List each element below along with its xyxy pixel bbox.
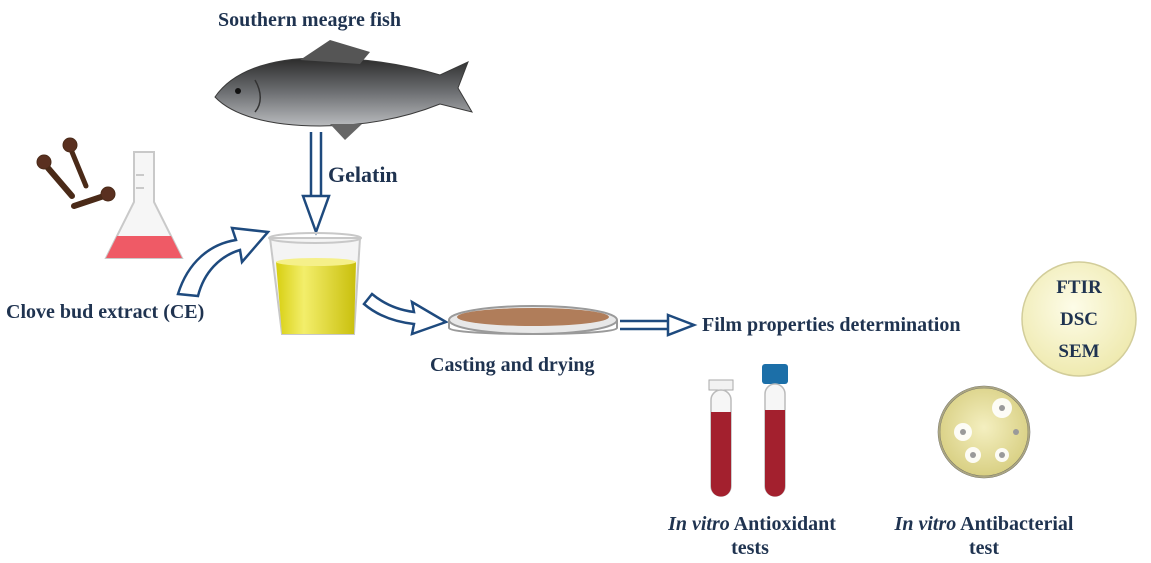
clove-icon — [36, 137, 116, 209]
antibacterial-label-line2: test — [969, 537, 999, 559]
gelatin-arrow — [301, 132, 331, 236]
capped-test-tube-icon — [762, 364, 788, 497]
arrow-to-film-properties — [620, 313, 698, 337]
agar-plate-icon — [937, 385, 1031, 479]
antioxidant-label-line2: tests — [731, 537, 769, 559]
antioxidant-label: In vitro Antioxidant — [667, 513, 836, 535]
gelatin-label: Gelatin — [328, 162, 398, 187]
test-tube-icon — [708, 379, 734, 497]
film-properties-label: Film properties determination — [702, 314, 960, 336]
antibacterial-label: In vitro Antibacterial — [894, 513, 1074, 535]
fish-icon — [214, 40, 474, 140]
casting-label: Casting and drying — [430, 354, 595, 376]
beaker-icon — [268, 232, 362, 335]
technique-ftir: FTIR — [1056, 277, 1102, 298]
curved-arrow-beaker-to-dish — [362, 292, 449, 336]
fish-label: Southern meagre fish — [218, 9, 401, 31]
flask-icon — [104, 151, 184, 259]
curved-arrow-flask-to-beaker — [176, 226, 271, 298]
technique-sem: SEM — [1058, 341, 1099, 362]
technique-dsc: DSC — [1060, 309, 1098, 330]
clove-extract-label: Clove bud extract (CE) — [6, 301, 204, 323]
techniques-circle: FTIR DSC SEM — [1021, 261, 1137, 377]
petri-dish-icon — [448, 305, 618, 335]
